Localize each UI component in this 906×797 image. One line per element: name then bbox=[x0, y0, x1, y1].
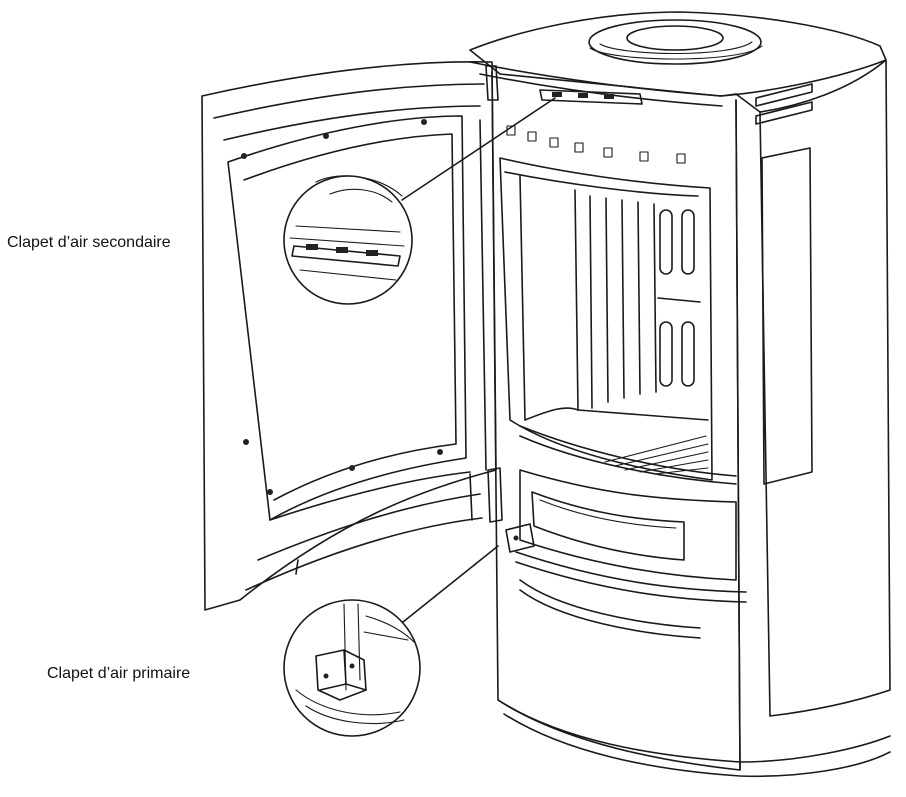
firebox-opening bbox=[499, 157, 713, 481]
primary-leader-line bbox=[397, 545, 499, 627]
top-front-rim bbox=[469, 61, 723, 97]
stove-top bbox=[469, 11, 887, 97]
secondary-air-detail bbox=[283, 97, 556, 305]
stove-body bbox=[469, 11, 891, 778]
primary-air-label: Clapet d’air primaire bbox=[47, 665, 191, 682]
ash-drawer-handle bbox=[531, 491, 685, 561]
door-outer bbox=[201, 61, 497, 611]
ash-drawer bbox=[519, 469, 737, 581]
side-vent-2 bbox=[755, 101, 813, 125]
flue-collar-outer bbox=[588, 19, 762, 65]
side-vent-1 bbox=[755, 83, 813, 107]
door-hinge bbox=[485, 65, 499, 101]
slider-mark-3 bbox=[604, 94, 614, 99]
slider-mark-2 bbox=[578, 93, 588, 98]
door-rivets bbox=[241, 119, 443, 495]
grate bbox=[604, 435, 709, 475]
open-door bbox=[201, 61, 503, 611]
flue-collar bbox=[626, 25, 724, 51]
side-window bbox=[761, 147, 813, 485]
slider-mark-1 bbox=[552, 92, 562, 97]
firebox-ribs bbox=[589, 195, 701, 409]
secondary-magnifier bbox=[283, 175, 413, 305]
secondary-leader-line bbox=[401, 97, 556, 201]
side-panel bbox=[759, 59, 891, 717]
primary-air-block bbox=[505, 523, 535, 553]
secondary-air-rail bbox=[539, 89, 643, 105]
lower-plinth bbox=[519, 579, 701, 629]
secondary-air-label: Clapet d’air secondaire bbox=[7, 234, 171, 251]
primary-air-detail bbox=[283, 545, 499, 737]
door-glass bbox=[227, 115, 467, 521]
air-holes bbox=[506, 125, 686, 164]
